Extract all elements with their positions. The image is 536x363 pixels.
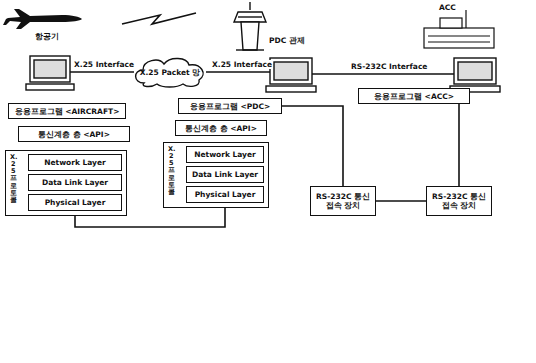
node-text: Physical Layer <box>45 198 106 207</box>
node-text: Network Layer <box>44 158 106 167</box>
node-text: Data Link Layer <box>42 178 108 187</box>
node-text: RS-232C 통신 접속 장치 <box>430 192 488 210</box>
interface-label: X.25 Interface <box>73 60 135 69</box>
api-layer-box: 통신계층 층 <API> <box>175 120 267 136</box>
node-text: 통신계층 층 <API> <box>38 130 110 139</box>
stack-title: X.25 프로토콜 <box>168 146 175 196</box>
wire <box>206 71 270 72</box>
device-label: ACC <box>438 3 457 12</box>
node-text: 응용프로그램 <AIRCRAFT> <box>15 107 120 116</box>
aircraft-icon <box>3 9 82 29</box>
computer-icon <box>266 58 316 92</box>
layer-box: Data Link Layer <box>28 174 122 191</box>
network-cloud: X.25 Packet 망 <box>132 56 208 88</box>
interface-device-box: RS-232C 통신 접속 장치 <box>426 186 492 216</box>
application-box: 응용프로그램 <AIRCRAFT> <box>8 103 126 119</box>
node-text: 응용프로그램 <PDC> <box>190 102 270 111</box>
protocol-stack-box: X.25 프로토콜 Network LayerData Link LayerPhy… <box>5 150 127 216</box>
interface-device-box: RS-232C 통신 접속 장치 <box>310 186 376 216</box>
application-box: 응용프로그램 <PDC> <box>178 98 282 114</box>
control-tower-icon <box>234 2 266 50</box>
protocol-stack-box: X.25 프로토콜 Network LayerData Link LayerPhy… <box>163 142 269 208</box>
node-text: Physical Layer <box>195 190 256 199</box>
computer-icon <box>26 56 74 90</box>
device-label: 항공기 <box>34 32 60 41</box>
layer-box: Network Layer <box>28 154 122 171</box>
connector-line <box>282 106 343 186</box>
cloud-shape <box>136 58 203 87</box>
computer-icon <box>450 58 500 92</box>
wire <box>70 71 134 72</box>
node-text: X.25 Packet 망 <box>140 68 201 77</box>
node-text: Network Layer <box>194 150 256 159</box>
connector-line <box>376 200 426 202</box>
stack-title: X.25 프로토콜 <box>10 154 17 204</box>
interface-label: X.25 Interface <box>211 60 273 69</box>
layer-box: Physical Layer <box>186 186 264 203</box>
node-text: 통신계층 층 <API> <box>185 124 257 133</box>
api-layer-box: 통신계층 층 <API> <box>18 126 130 142</box>
node-text: 응용프로그램 <ACC> <box>374 92 454 101</box>
wire <box>312 73 454 74</box>
node-text: RS-232C 통신 접속 장치 <box>314 192 372 210</box>
radio-link-symbol <box>122 13 196 24</box>
node-text: Data Link Layer <box>192 170 258 179</box>
acc-building-icon <box>424 10 494 48</box>
layer-box: Network Layer <box>186 146 264 163</box>
device-label: PDC 관제 <box>268 36 306 45</box>
layer-box: Physical Layer <box>28 194 122 211</box>
interface-label: RS-232C Interface <box>350 62 428 71</box>
layer-box: Data Link Layer <box>186 166 264 183</box>
connector-line <box>458 104 460 186</box>
application-box: 응용프로그램 <ACC> <box>358 88 470 104</box>
